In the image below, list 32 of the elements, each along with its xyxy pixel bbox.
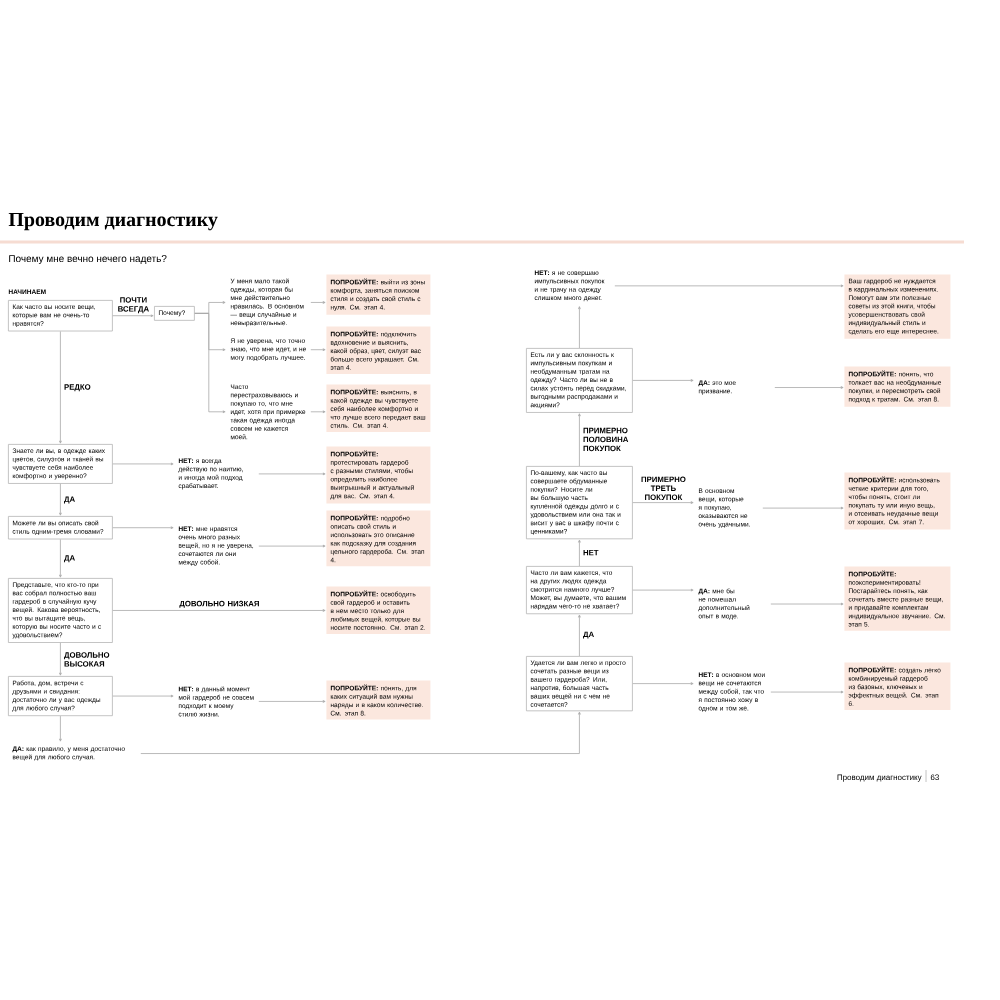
- arrow: [310, 301, 326, 304]
- arrow: [258, 700, 326, 703]
- arrow: [578, 413, 581, 467]
- arrow: [770, 690, 844, 694]
- arrow: [59, 642, 62, 676]
- arrow: [310, 410, 326, 414]
- arrow: [614, 284, 844, 288]
- arrow: [762, 506, 844, 510]
- arrow: [112, 609, 326, 612]
- arrow: [310, 348, 326, 352]
- arrow: [112, 526, 174, 530]
- arrow: [258, 472, 326, 476]
- arrow: [578, 614, 581, 657]
- arrow: [140, 711, 581, 754]
- arrow: [578, 539, 581, 567]
- arrow: [632, 588, 694, 592]
- arrow: [112, 694, 174, 698]
- title: Проводим диагностику: [8, 212, 218, 231]
- arrow: [59, 483, 62, 516]
- arrow: [194, 312, 226, 414]
- arrow: [112, 314, 154, 318]
- arrow: [59, 331, 62, 444]
- arrow: [774, 386, 844, 389]
- arrow: [632, 501, 694, 504]
- arrow: [59, 715, 62, 742]
- arrow: [770, 602, 844, 606]
- arrow: [258, 544, 326, 548]
- arrow: [578, 306, 581, 349]
- arrow: [632, 379, 694, 382]
- arrow: [112, 462, 174, 466]
- arrow: [632, 682, 694, 685]
- arrow: [59, 539, 62, 578]
